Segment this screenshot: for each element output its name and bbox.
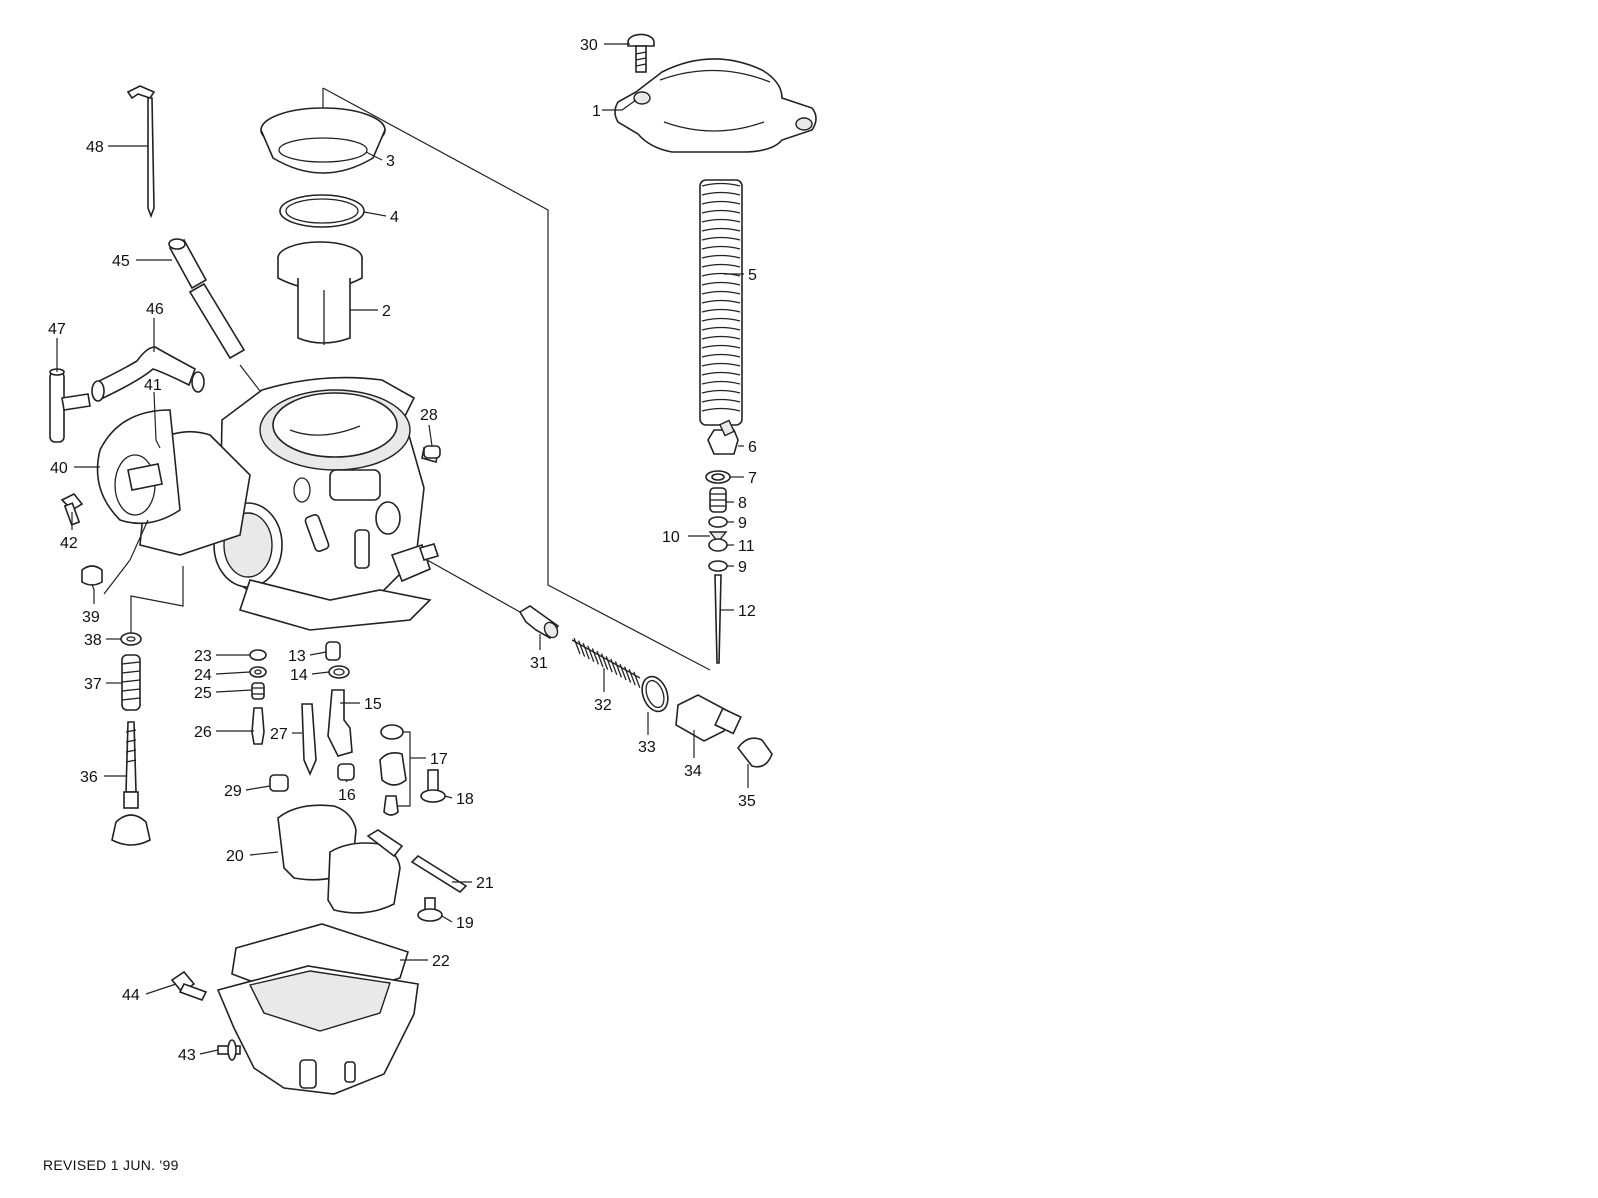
- callout-41: 41: [144, 377, 162, 394]
- callout-14: 14: [290, 667, 308, 684]
- callout-47: 47: [48, 321, 66, 338]
- callout-1: 1: [592, 103, 601, 120]
- callout-20: 20: [226, 848, 244, 865]
- part-33-o-ring: [641, 675, 669, 713]
- part-1-top-cap: [614, 58, 817, 153]
- callout-labels: 30 1 3 4 2 5 6 7 8 9 10 11 9 12 13 14 15…: [48, 37, 757, 1064]
- callout-44: 44: [122, 987, 140, 1004]
- callout-48: 48: [86, 139, 104, 156]
- callout-40: 40: [50, 460, 68, 477]
- part-42-screw: [60, 492, 84, 526]
- callout-12: 12: [738, 603, 756, 620]
- part-35-cap: [737, 737, 773, 768]
- callout-3: 3: [386, 153, 395, 170]
- callout-11: 11: [738, 538, 755, 555]
- part-39-plug: [81, 565, 103, 586]
- part-38-washer: [120, 632, 142, 646]
- part-31-screw: [518, 605, 560, 640]
- parts-13-to-16: [325, 641, 355, 781]
- callout-28: 28: [420, 407, 438, 424]
- float-bowl: [216, 965, 419, 1095]
- callout-30: 30: [580, 37, 598, 54]
- revision-note: REVISED 1 JUN. '99: [43, 1157, 179, 1173]
- part-6-needle-holder: [707, 419, 739, 455]
- part-20-float: [277, 804, 404, 914]
- callout-10: 10: [662, 529, 680, 546]
- callout-4: 4: [390, 209, 399, 226]
- part-30-screw: [627, 33, 655, 73]
- callout-7: 7: [748, 470, 757, 487]
- callout-27: 27: [270, 726, 288, 743]
- part-18-screw: [420, 769, 446, 803]
- callout-6: 6: [748, 439, 757, 456]
- callout-39: 39: [82, 609, 100, 626]
- part-5-spring: [699, 179, 743, 426]
- callout-43: 43: [178, 1047, 196, 1064]
- callout-32: 32: [594, 697, 612, 714]
- part-28-plug: [423, 445, 441, 459]
- callout-17: 17: [430, 751, 448, 768]
- callout-42: 42: [60, 535, 78, 552]
- assembly-guide-lines: [130, 87, 711, 671]
- callout-15: 15: [364, 696, 382, 713]
- part-4-ring: [279, 194, 365, 228]
- callout-8: 8: [738, 495, 747, 512]
- part-36-screw: [111, 721, 151, 846]
- part-37-spring: [121, 654, 141, 711]
- part-17-set: [379, 724, 407, 816]
- part-34-adjuster: [675, 694, 742, 742]
- callout-23: 23: [194, 648, 212, 665]
- callout-5: 5: [748, 267, 757, 284]
- part-47-t-fitting: [49, 368, 91, 443]
- callout-25: 25: [194, 685, 212, 702]
- leader-lines: [56, 43, 749, 1055]
- callout-45: 45: [112, 253, 130, 270]
- callout-18: 18: [456, 791, 474, 808]
- part-2-piston: [277, 241, 363, 345]
- callout-38: 38: [84, 632, 102, 649]
- parts-23-to-29-jets: [249, 649, 317, 792]
- callout-16: 16: [338, 787, 356, 804]
- part-45-hose: [168, 238, 246, 360]
- carburetor-body: [96, 376, 440, 631]
- callout-13: 13: [288, 648, 306, 665]
- part-32-spring: [571, 637, 641, 689]
- callout-9a: 9: [738, 515, 747, 532]
- parts-7-to-12-needle-set: [705, 470, 731, 664]
- callout-26: 26: [194, 724, 212, 741]
- part-48-rod: [126, 85, 156, 219]
- callout-36: 36: [80, 769, 98, 786]
- callout-21: 21: [476, 875, 494, 892]
- callout-29: 29: [224, 783, 242, 800]
- callout-35: 35: [738, 793, 756, 810]
- part-21-pin: [410, 854, 468, 894]
- callout-24: 24: [194, 667, 212, 684]
- callout-2: 2: [382, 303, 391, 320]
- callout-37: 37: [84, 676, 102, 693]
- callout-33: 33: [638, 739, 656, 756]
- callout-19: 19: [456, 915, 474, 932]
- part-19-screw: [417, 897, 443, 922]
- part-3-diaphragm: [260, 107, 386, 174]
- callout-9b: 9: [738, 559, 747, 576]
- callout-31: 31: [530, 655, 548, 672]
- callout-22: 22: [432, 953, 450, 970]
- callout-46: 46: [146, 301, 164, 318]
- callout-34: 34: [684, 763, 702, 780]
- part-43-screw: [217, 1039, 241, 1061]
- part-44-screw: [170, 970, 208, 1001]
- part-46-bent-hose: [91, 346, 205, 402]
